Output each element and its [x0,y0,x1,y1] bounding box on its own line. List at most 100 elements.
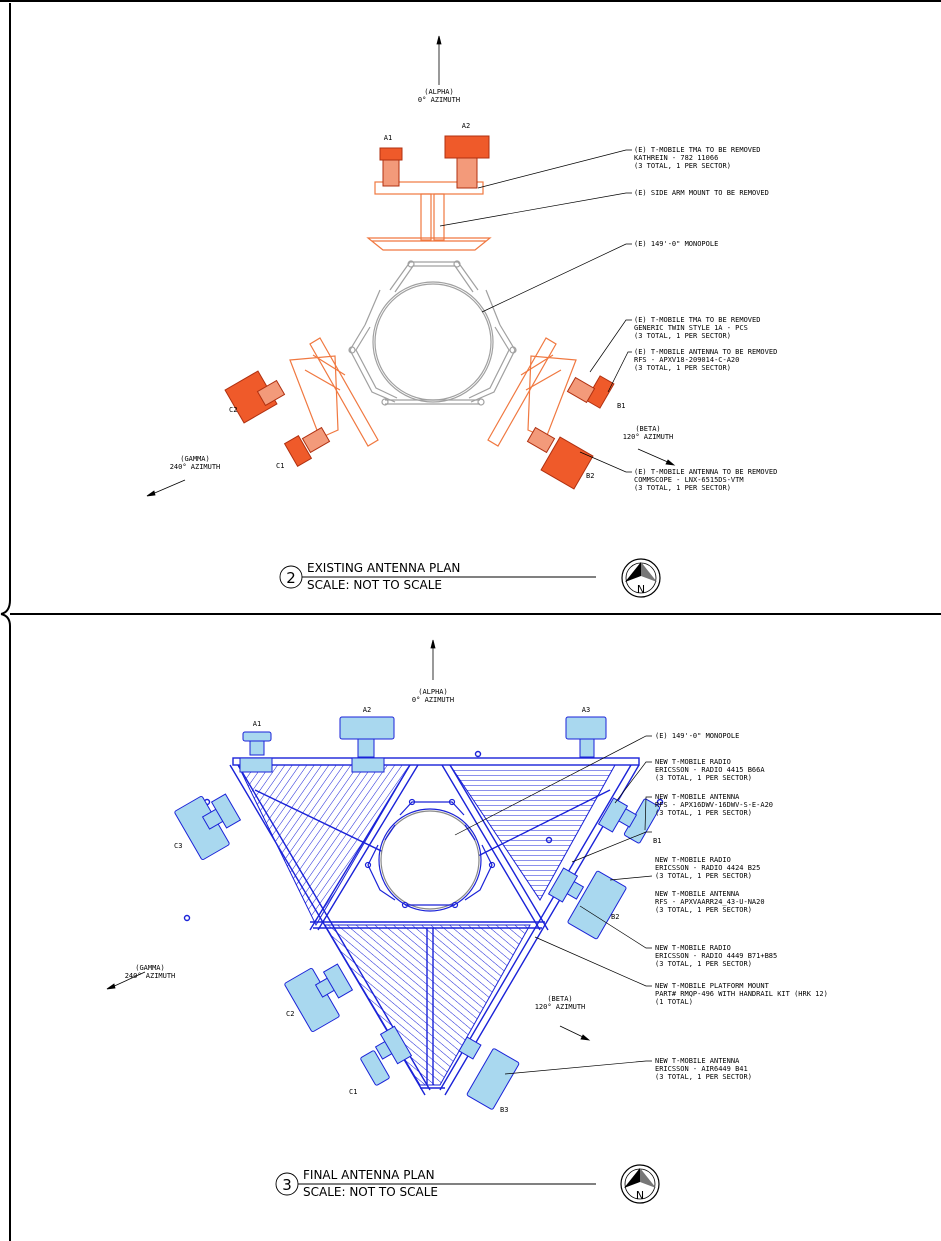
beta-side-arm-mount [487,337,577,447]
plan2-scale: SCALE: NOT TO SCALE [307,578,442,592]
svg-text:(3 TOTAL, 1 PER SECTOR): (3 TOTAL, 1 PER SECTOR) [655,1073,752,1081]
svg-text:NEW T-MOBILE PLATFORM MOUNT: NEW T-MOBILE PLATFORM MOUNT [655,982,770,990]
plan2-title-block: 2 EXISTING ANTENNA PLAN SCALE: NOT TO SC… [279,561,596,592]
gamma-azimuth-label-1: (GAMMA) [180,455,210,463]
alpha-azimuth-label-2: 0° AZIMUTH [418,96,460,104]
beta-azimuth-arrow-final [559,1025,591,1041]
antenna-label-a2-final: A2 [363,706,371,714]
antenna-label-b3-final: B3 [500,1106,508,1114]
gamma-azimuth-arrow-final [106,971,146,990]
gamma-azimuth-label-2: 240° AZIMUTH [170,463,221,471]
plan3-callout-monopole: (E) 149'-0" MONOPOLE [655,732,739,740]
plan3-number: 3 [282,1176,292,1194]
gamma-side-arm-mount [289,337,379,447]
plan3-leader-lines [454,735,653,1075]
svg-text:ERICSSON - AIR6449 B41: ERICSSON - AIR6449 B41 [655,1065,748,1073]
plan3-callout-antenna-apx16: NEW T-MOBILE ANTENNA RFS - APX16DWV-16DW… [655,793,773,817]
svg-text:(E) SIDE ARM MOUNT TO BE REMOV: (E) SIDE ARM MOUNT TO BE REMOVED [634,189,769,197]
antenna-label-a3-final: A3 [582,706,590,714]
svg-text:NEW T-MOBILE RADIO: NEW T-MOBILE RADIO [655,944,731,952]
alpha-antennas-existing [379,135,490,189]
svg-text:(3 TOTAL, 1 PER SECTOR): (3 TOTAL, 1 PER SECTOR) [634,332,731,340]
antenna-label-c2: C2 [229,406,237,414]
monopole-existing [348,260,517,406]
svg-text:KATHREIN - 782 11066: KATHREIN - 782 11066 [634,154,718,162]
beta-antennas-existing [526,375,615,490]
svg-text:(3 TOTAL, 1 PER SECTOR): (3 TOTAL, 1 PER SECTOR) [655,906,752,914]
plan3-callout-antenna-apxvaarr24: NEW T-MOBILE ANTENNA RFS - APXVAARR24_43… [655,890,765,914]
plan2-title: EXISTING ANTENNA PLAN [307,561,460,575]
svg-text:NEW T-MOBILE ANTENNA: NEW T-MOBILE ANTENNA [655,890,740,898]
antenna-label-a2: A2 [462,122,470,130]
gamma-azimuth-final-1: (GAMMA) [135,964,165,972]
plan2-callout-tma-kathrein: (E) T-MOBILE TMA TO BE REMOVED KATHREIN … [634,146,760,170]
north-arrow-icon: N [621,558,661,598]
alpha-azimuth-label-1: (ALPHA) [424,88,454,96]
antenna-label-b1-final: B1 [653,837,661,845]
svg-text:ERICSSON - RADIO 4415 B66A: ERICSSON - RADIO 4415 B66A [655,766,765,774]
svg-text:(E) 149'-0" MONOPOLE: (E) 149'-0" MONOPOLE [655,732,739,740]
beta-azimuth-final-1: (BETA) [547,995,572,1003]
alpha-antennas-final [239,716,607,773]
plan3-callout-radio-4449: NEW T-MOBILE RADIO ERICSSON - RADIO 4449… [655,944,777,968]
plan2-callout-side-arm: (E) SIDE ARM MOUNT TO BE REMOVED [634,189,769,197]
gamma-antennas-existing [224,370,331,467]
plan3-callout-platform-mount: NEW T-MOBILE PLATFORM MOUNT PART# RMQP-4… [655,982,828,1006]
antenna-label-b2-final: B2 [611,913,619,921]
svg-text:NEW T-MOBILE RADIO: NEW T-MOBILE RADIO [655,856,731,864]
svg-text:COMMSCOPE - LNX-6515DS-VTM: COMMSCOPE - LNX-6515DS-VTM [634,476,744,484]
antenna-label-c2-final: C2 [286,1010,294,1018]
svg-text:NEW T-MOBILE ANTENNA: NEW T-MOBILE ANTENNA [655,793,740,801]
antenna-label-a1: A1 [384,134,392,142]
final-antenna-plan: (ALPHA) 0° AZIMUTH (GAMMA) 240° AZIMUTH … [106,639,828,1204]
svg-text:(3 TOTAL, 1 PER SECTOR): (3 TOTAL, 1 PER SECTOR) [634,162,731,170]
svg-text:RFS - APX16DWV-16DWV-S-E-A20: RFS - APX16DWV-16DWV-S-E-A20 [655,801,773,809]
north-arrow-icon-final: N [620,1164,660,1204]
alpha-side-arm-mount [366,181,492,251]
antenna-label-c3-final: C3 [174,842,182,850]
svg-text:(E) T-MOBILE TMA TO BE REMOVED: (E) T-MOBILE TMA TO BE REMOVED [634,316,760,324]
plan2-leader-lines [439,149,632,473]
plan3-callout-antenna-air6449: NEW T-MOBILE ANTENNA ERICSSON - AIR6449 … [655,1057,752,1081]
plan2-number: 2 [286,569,296,587]
alpha-azimuth-final-2: 0° AZIMUTH [412,696,454,704]
existing-antenna-plan: (ALPHA) 0° AZIMUTH (GAMMA) 240° AZIMUTH … [146,35,777,598]
plan3-callout-radio-4415: NEW T-MOBILE RADIO ERICSSON - RADIO 4415… [655,758,765,782]
gamma-antennas-final [174,793,413,1086]
antenna-label-a1-final: A1 [253,720,261,728]
svg-text:(E) T-MOBILE ANTENNA TO BE REM: (E) T-MOBILE ANTENNA TO BE REMOVED [634,468,777,476]
antenna-label-c1: C1 [276,462,284,470]
monopole-final [364,798,496,912]
svg-text:(E) 149'-0" MONOPOLE: (E) 149'-0" MONOPOLE [634,240,718,248]
svg-text:NEW T-MOBILE RADIO: NEW T-MOBILE RADIO [655,758,731,766]
svg-text:(3 TOTAL, 1 PER SECTOR): (3 TOTAL, 1 PER SECTOR) [655,809,752,817]
svg-text:RFS - APXVAARR24_43-U-NA20: RFS - APXVAARR24_43-U-NA20 [655,898,765,906]
alpha-azimuth-final-1: (ALPHA) [418,688,448,696]
svg-text:PART# RMQP-496 WITH HANDRAIL K: PART# RMQP-496 WITH HANDRAIL KIT (HRK 12… [655,990,828,998]
svg-text:(1 TOTAL): (1 TOTAL) [655,998,693,1006]
svg-text:NEW T-MOBILE ANTENNA: NEW T-MOBILE ANTENNA [655,1057,740,1065]
svg-text:(3 TOTAL, 1 PER SECTOR): (3 TOTAL, 1 PER SECTOR) [655,774,752,782]
svg-text:(E) T-MOBILE ANTENNA TO BE REM: (E) T-MOBILE ANTENNA TO BE REMOVED [634,348,777,356]
svg-text:N: N [637,583,645,596]
plan2-callout-monopole: (E) 149'-0" MONOPOLE [634,240,718,248]
svg-text:RFS - APXV18-209014-C-A20: RFS - APXV18-209014-C-A20 [634,356,739,364]
beta-azimuth-arrow [637,448,676,466]
svg-text:ERICSSON - RADIO 4449 B71+B85: ERICSSON - RADIO 4449 B71+B85 [655,952,777,960]
beta-azimuth-final-2: 120° AZIMUTH [535,1003,586,1011]
gamma-azimuth-arrow [146,479,186,497]
plan3-title: FINAL ANTENNA PLAN [303,1168,435,1182]
plan2-callout-antenna-rfs: (E) T-MOBILE ANTENNA TO BE REMOVED RFS -… [634,348,777,372]
svg-text:(E) T-MOBILE TMA TO BE REMOVED: (E) T-MOBILE TMA TO BE REMOVED [634,146,760,154]
beta-azimuth-label-2: 120° AZIMUTH [623,433,674,441]
svg-text:(3 TOTAL, 1 PER SECTOR): (3 TOTAL, 1 PER SECTOR) [634,484,731,492]
svg-text:(3 TOTAL, 1 PER SECTOR): (3 TOTAL, 1 PER SECTOR) [634,364,731,372]
gamma-azimuth-final-2: 240° AZIMUTH [125,972,176,980]
antenna-label-b2: B2 [586,472,594,480]
beta-antennas-final [458,797,661,1110]
plan2-callout-tma-generic: (E) T-MOBILE TMA TO BE REMOVED GENERIC T… [634,316,760,340]
plan3-scale: SCALE: NOT TO SCALE [303,1185,438,1199]
plan3-title-block: 3 FINAL ANTENNA PLAN SCALE: NOT TO SCALE [275,1168,596,1199]
svg-text:N: N [636,1189,644,1202]
